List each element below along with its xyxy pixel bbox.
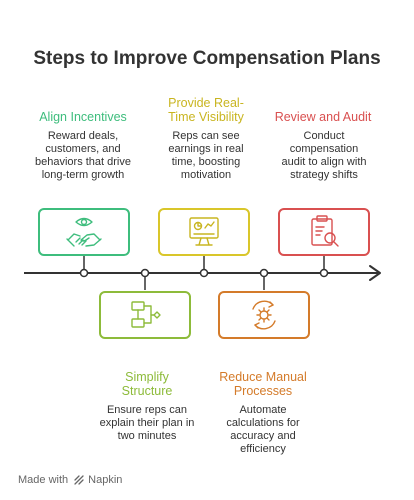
step-title-align-incentives: Align Incentives xyxy=(39,110,127,124)
node-review-audit xyxy=(319,268,329,278)
footer: Made with Napkin xyxy=(18,474,122,486)
node-real-time-visibility xyxy=(199,268,209,278)
clipboard-search-icon xyxy=(311,215,339,247)
timeline-arrowhead xyxy=(369,265,381,281)
node-simplify-structure xyxy=(140,268,150,278)
footer-made-with: Made with xyxy=(18,474,69,486)
step-box-real-time-visibility xyxy=(158,208,250,256)
handshake-eye-icon xyxy=(66,217,102,247)
step-title-reduce-manual: Reduce Manual Processes xyxy=(219,370,307,398)
step-box-simplify-structure xyxy=(99,291,191,339)
node-align-incentives xyxy=(79,268,89,278)
step-desc-reduce-manual: Automate calculations for accuracy and e… xyxy=(226,404,300,455)
dashboard-monitor-icon xyxy=(189,217,219,246)
step-desc-simplify-structure: Ensure reps can explain their plan in tw… xyxy=(99,404,195,442)
step-desc-review-audit: Conduct compensation audit to align with… xyxy=(281,130,367,181)
footer-brand-name: Napkin xyxy=(88,474,123,486)
napkin-brand: Napkin xyxy=(73,474,122,486)
page-title: Steps to Improve Compensation Plans xyxy=(33,48,381,69)
step-desc-align-incentives: Reward deals, customers, and behaviors t… xyxy=(35,130,131,181)
step-title-real-time-visibility: Provide Real-Time Visibility xyxy=(168,96,244,124)
step-box-review-audit xyxy=(278,208,370,256)
step-box-reduce-manual xyxy=(218,291,310,339)
node-reduce-manual xyxy=(259,268,269,278)
step-title-review-audit: Review and Audit xyxy=(274,110,372,124)
step-box-align-incentives xyxy=(38,208,130,256)
flowchart-icon xyxy=(131,301,161,328)
napkin-logo-icon xyxy=(74,475,84,485)
step-desc-real-time-visibility: Reps can see earnings in real time, boos… xyxy=(168,130,244,181)
gear-cycle-icon xyxy=(252,300,276,330)
step-title-simplify-structure: Simplify Structure xyxy=(121,370,173,398)
